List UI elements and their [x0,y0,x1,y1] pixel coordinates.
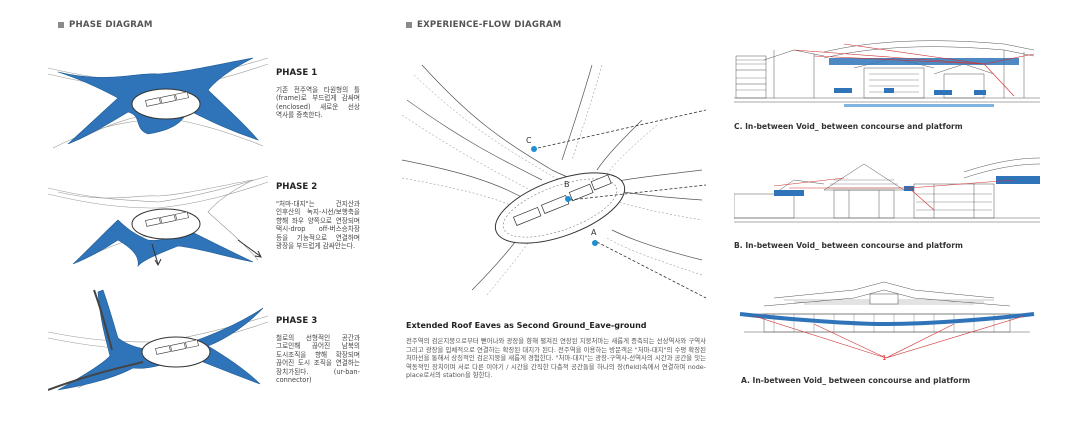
phase-3-text: 철로의 선형적인 공간과 그로인해 끊어진 남북의 도시조직을 향해 확장되며 … [276,334,360,385]
section-a-drawing [739,281,1035,359]
station-oval [131,88,201,120]
phase-2-text: "처마-대지"는 건지산과 인후산의 녹지-시선/보행축을 향해 좌우 양쪽으로… [276,200,360,251]
leader-lines [773,177,1015,211]
arrow-icon [254,250,262,258]
section-c-caption: C. In-between Void_ between concourse an… [734,122,963,131]
section-b-caption: B. In-between Void_ between concourse an… [734,241,963,250]
eave-ground-band [739,312,1035,327]
station-oval [131,208,201,240]
phase-3-title: PHASE 3 [276,316,318,326]
phase-1-diagram [48,57,269,149]
flow-body-text: 전주역의 검은지붕으로부터 뻗어나와 광장을 향해 펼쳐진 연장된 지붕처마는 … [406,337,706,380]
phase-2-diagram [48,175,269,268]
section-marker-icon [58,22,64,28]
section-a-caption: A. In-between Void_ between concourse an… [741,376,971,385]
phase-1-title: PHASE 1 [276,68,318,78]
section-marker-icon [406,22,412,28]
station-oval [494,172,626,244]
eave-ground-shape [72,219,254,268]
leader-lines [793,43,1035,97]
flow-heading: Extended Roof Eaves as Second Ground_Eav… [406,321,647,330]
station-buildings [512,174,612,226]
station-oval [141,336,211,368]
phase-1-text: 기존 전주역을 타원형의 틀(frame)로 부드럽게 감싸며(enclosed… [276,86,360,120]
label-a: A [591,228,597,237]
section-a-marker: 1 [882,354,887,362]
point-b-marker [565,196,571,202]
section-c-drawing [734,40,1040,107]
point-a-marker [592,240,598,246]
phase-diagram-title: PHASE DIAGRAM [58,20,153,30]
arrow-icon [154,258,162,267]
leader-lines [753,315,1025,359]
flow-diagram-title: EXPERIENCE-FLOW DIAGRAM [406,20,562,30]
label-b: B [564,180,570,189]
section-b-drawing [734,157,1040,223]
point-c-marker [531,146,537,152]
concourse-band [829,58,1019,65]
label-c: C [526,136,532,145]
phase-2-title: PHASE 2 [276,182,318,192]
experience-flow-diagram [402,64,707,299]
phase-3-diagram [48,289,269,391]
